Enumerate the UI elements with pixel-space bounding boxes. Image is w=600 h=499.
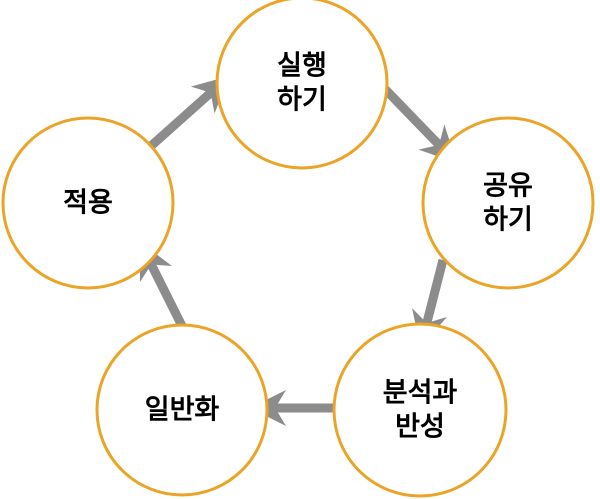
arrow-generalize-to-apply [139,241,187,329]
node-label-analyze-line-0: 분석과 [383,378,458,409]
node-label-analyze-line-1: 반성 [395,412,445,443]
node-label-share-line-1: 하기 [483,205,533,236]
node-label-execute-line-1: 하기 [277,85,327,116]
node-circle-share [421,116,595,290]
arrow-apply-to-execute [148,76,230,150]
node-label-apply-line-0: 적용 [63,188,113,219]
node-label-share-line-0: 공유 [483,171,533,202]
node-label-execute-line-0: 실행 [277,51,327,82]
node-circle-generalize [95,323,269,497]
arrow-execute-to-share [380,84,457,163]
node-generalize: 일반화 [95,323,269,497]
node-circle-apply [1,116,175,290]
arrow-share-to-analyze [412,258,448,348]
node-circle-analyze [332,322,508,498]
node-label-generalize-line-0: 일반화 [145,395,220,426]
node-apply: 적용 [1,116,175,290]
arrows-layer [139,76,457,426]
node-circle-execute [215,0,389,170]
